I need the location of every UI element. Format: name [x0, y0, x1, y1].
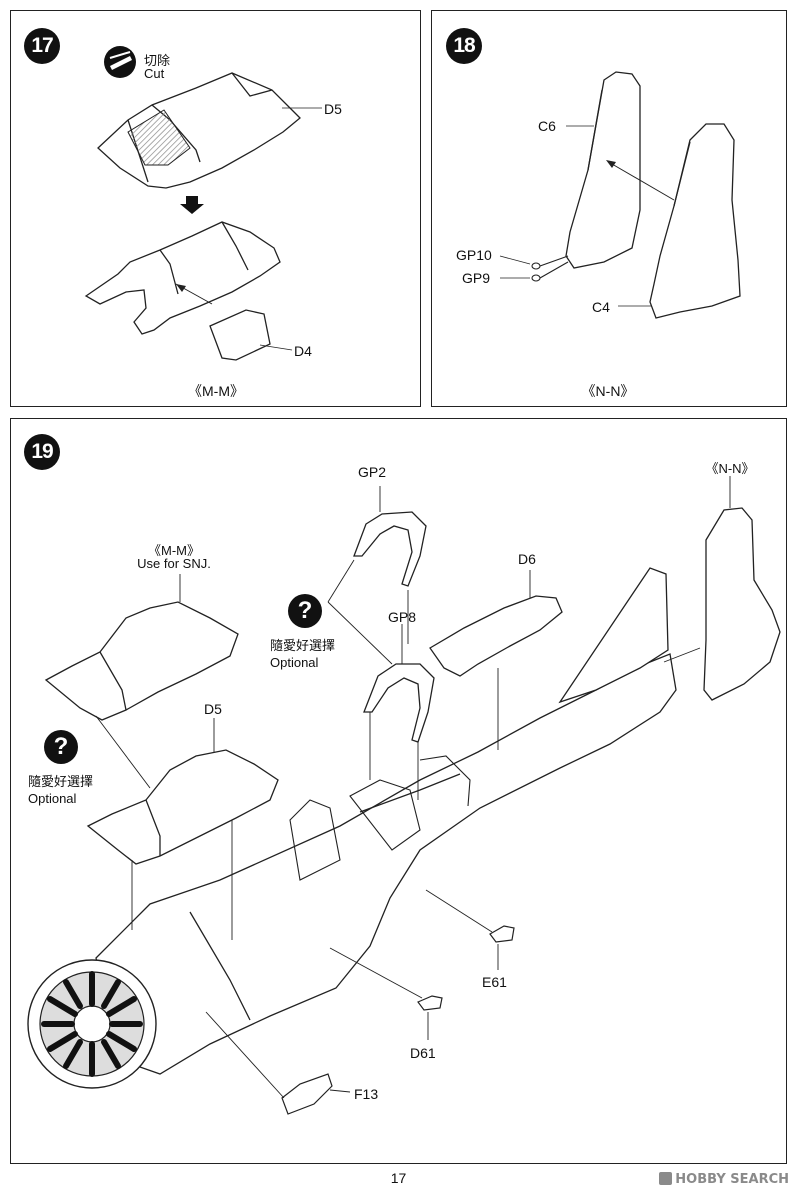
part-gp2	[353, 511, 427, 587]
step-17-badge: 17	[24, 28, 60, 64]
part-gp8	[363, 663, 435, 743]
part-label-d6: D6	[518, 551, 536, 567]
part-label-gp9: GP9	[462, 270, 491, 286]
part-label-d5-step17: D5	[324, 101, 342, 117]
hobby-search-watermark: HOBBY SEARCH	[659, 1172, 789, 1187]
tail-fin	[558, 567, 669, 704]
page-number: 17	[390, 1170, 407, 1186]
optional-label-1-cn: 隨愛好選擇	[270, 638, 336, 653]
part-d4	[209, 309, 271, 361]
d5-panel-step19	[86, 749, 279, 865]
part-label-gp8: GP8	[388, 609, 417, 625]
optional-question-icon-1: ?	[288, 594, 322, 628]
cut-area-hatch	[127, 109, 191, 166]
part-label-gp2: GP2	[358, 464, 387, 480]
step-19-badge: 19	[24, 434, 60, 470]
part-d5-cut-result	[84, 221, 281, 335]
part-label-d5-step19: D5	[204, 701, 222, 717]
part-c6	[565, 71, 641, 269]
part-f13	[281, 1073, 333, 1115]
optional-question-icon-2: ?	[44, 730, 78, 764]
step-17-caption: 《M-M》	[188, 383, 244, 399]
nn-reference-label: 《N-N》	[705, 461, 755, 476]
hinge-pins	[531, 255, 569, 282]
part-c4	[649, 123, 741, 319]
radial-engine	[27, 959, 157, 1089]
step-18-badge: 18	[446, 28, 482, 64]
part-label-f13: F13	[354, 1086, 379, 1102]
part-d61	[417, 995, 443, 1011]
cut-icon	[104, 46, 136, 78]
part-label-c4: C4	[592, 299, 610, 315]
fuselage	[95, 653, 677, 1075]
part-label-c6: C6	[538, 118, 556, 134]
arrow-down-icon	[180, 196, 204, 214]
cockpit-frame	[289, 755, 471, 881]
optional-label-2-en: Optional	[28, 791, 77, 806]
part-label-e61: E61	[482, 974, 507, 990]
mm-reference-label: 《M-M》	[148, 543, 200, 558]
optional-label-1-en: Optional	[270, 655, 319, 670]
part-label-gp10: GP10	[456, 247, 492, 263]
watermark-text: HOBBY SEARCH	[675, 1172, 789, 1187]
mm-panel-step19	[44, 601, 239, 721]
part-d5-step17	[97, 72, 301, 189]
hobby-search-logo-icon	[659, 1172, 673, 1185]
part-label-d61: D61	[410, 1045, 436, 1061]
part-label-d4: D4	[294, 343, 312, 359]
part-d6	[429, 595, 563, 677]
part-e61	[489, 925, 515, 943]
nn-rudder-step19	[703, 507, 781, 701]
optional-label-2-cn: 隨愛好選擇	[28, 774, 94, 789]
step-18-caption: 《N-N》	[581, 383, 635, 399]
cut-label-cn: 切除	[144, 53, 171, 68]
cut-label-en: Cut	[144, 66, 165, 81]
mm-usage-note: Use for SNJ.	[137, 556, 211, 571]
